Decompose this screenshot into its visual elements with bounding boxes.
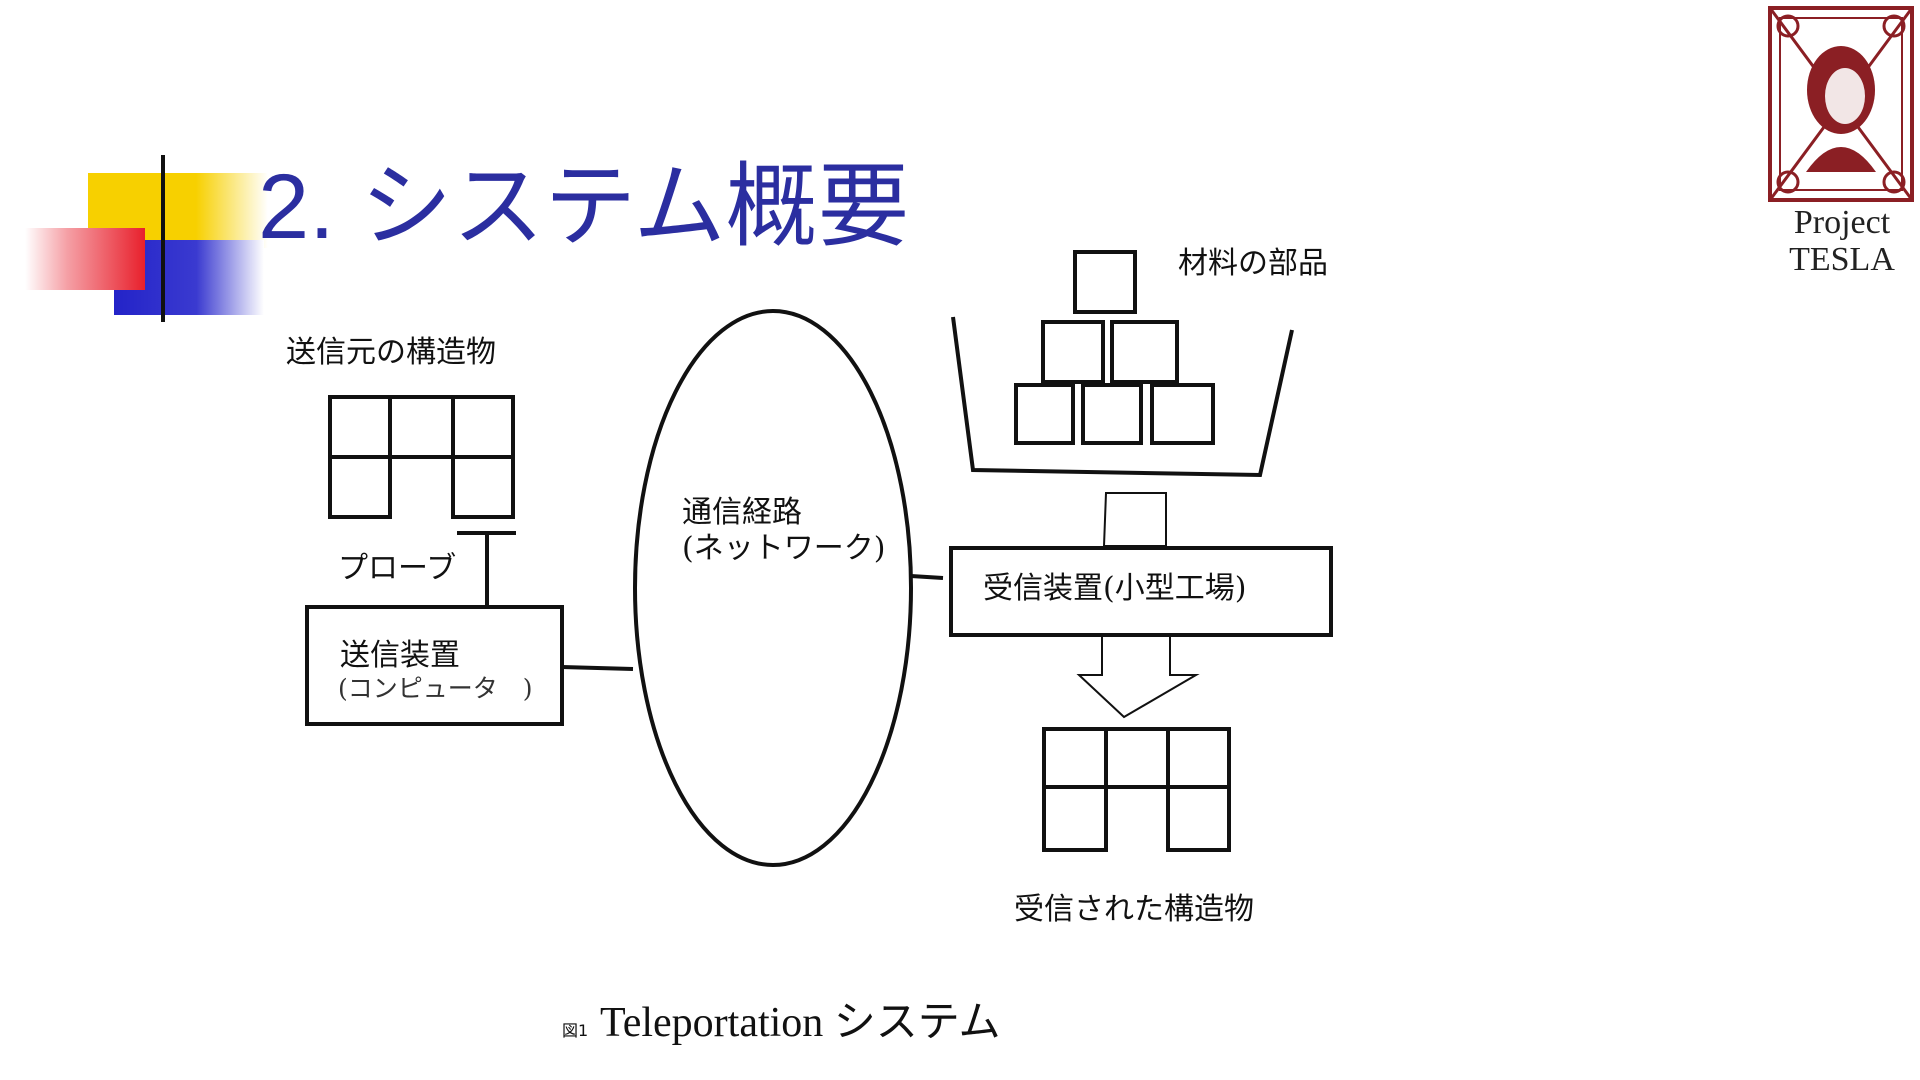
materials-to-receiver-arrow [1102,492,1167,547]
figure-caption: Teleportation システム [600,1000,1001,1046]
communication-channel-ellipse [633,309,913,867]
source-structure [328,395,515,519]
probe [457,531,516,607]
project-tesla-logo: Project TESLA [1768,6,1914,278]
materials-parts [1014,250,1215,445]
sender-device-label: 送信装置 [340,638,460,673]
source-structure-label: 送信元の構造物 [286,335,496,370]
slide-title: 2. システム概要 [258,156,910,258]
channel-sublabel: (ネットワーク) [682,531,885,566]
receiver-to-structure-arrow [1076,637,1200,719]
materials-label: 材料の部品 [1178,246,1328,281]
logo-line-project: Project [1794,204,1891,241]
sender-device-box [305,605,564,726]
figure-number: 図1 [562,1021,588,1040]
received-structure-label: 受信された構造物 [1014,892,1254,927]
receiver-device-label: 受信装置(小型工場) [983,571,1246,606]
receiver-device-box [949,546,1333,637]
channel-receiver-link [910,574,944,580]
sender-channel-link [561,665,634,671]
channel-label: 通信経路 [682,495,802,530]
probe-label: プローブ [338,551,456,586]
received-structure [1042,727,1231,852]
title-decoration [25,155,1800,322]
materials-container [951,316,1294,478]
sender-device-sublabel: (コンピュータ ) [338,674,533,703]
logo-line-tesla: TESLA [1789,241,1895,278]
